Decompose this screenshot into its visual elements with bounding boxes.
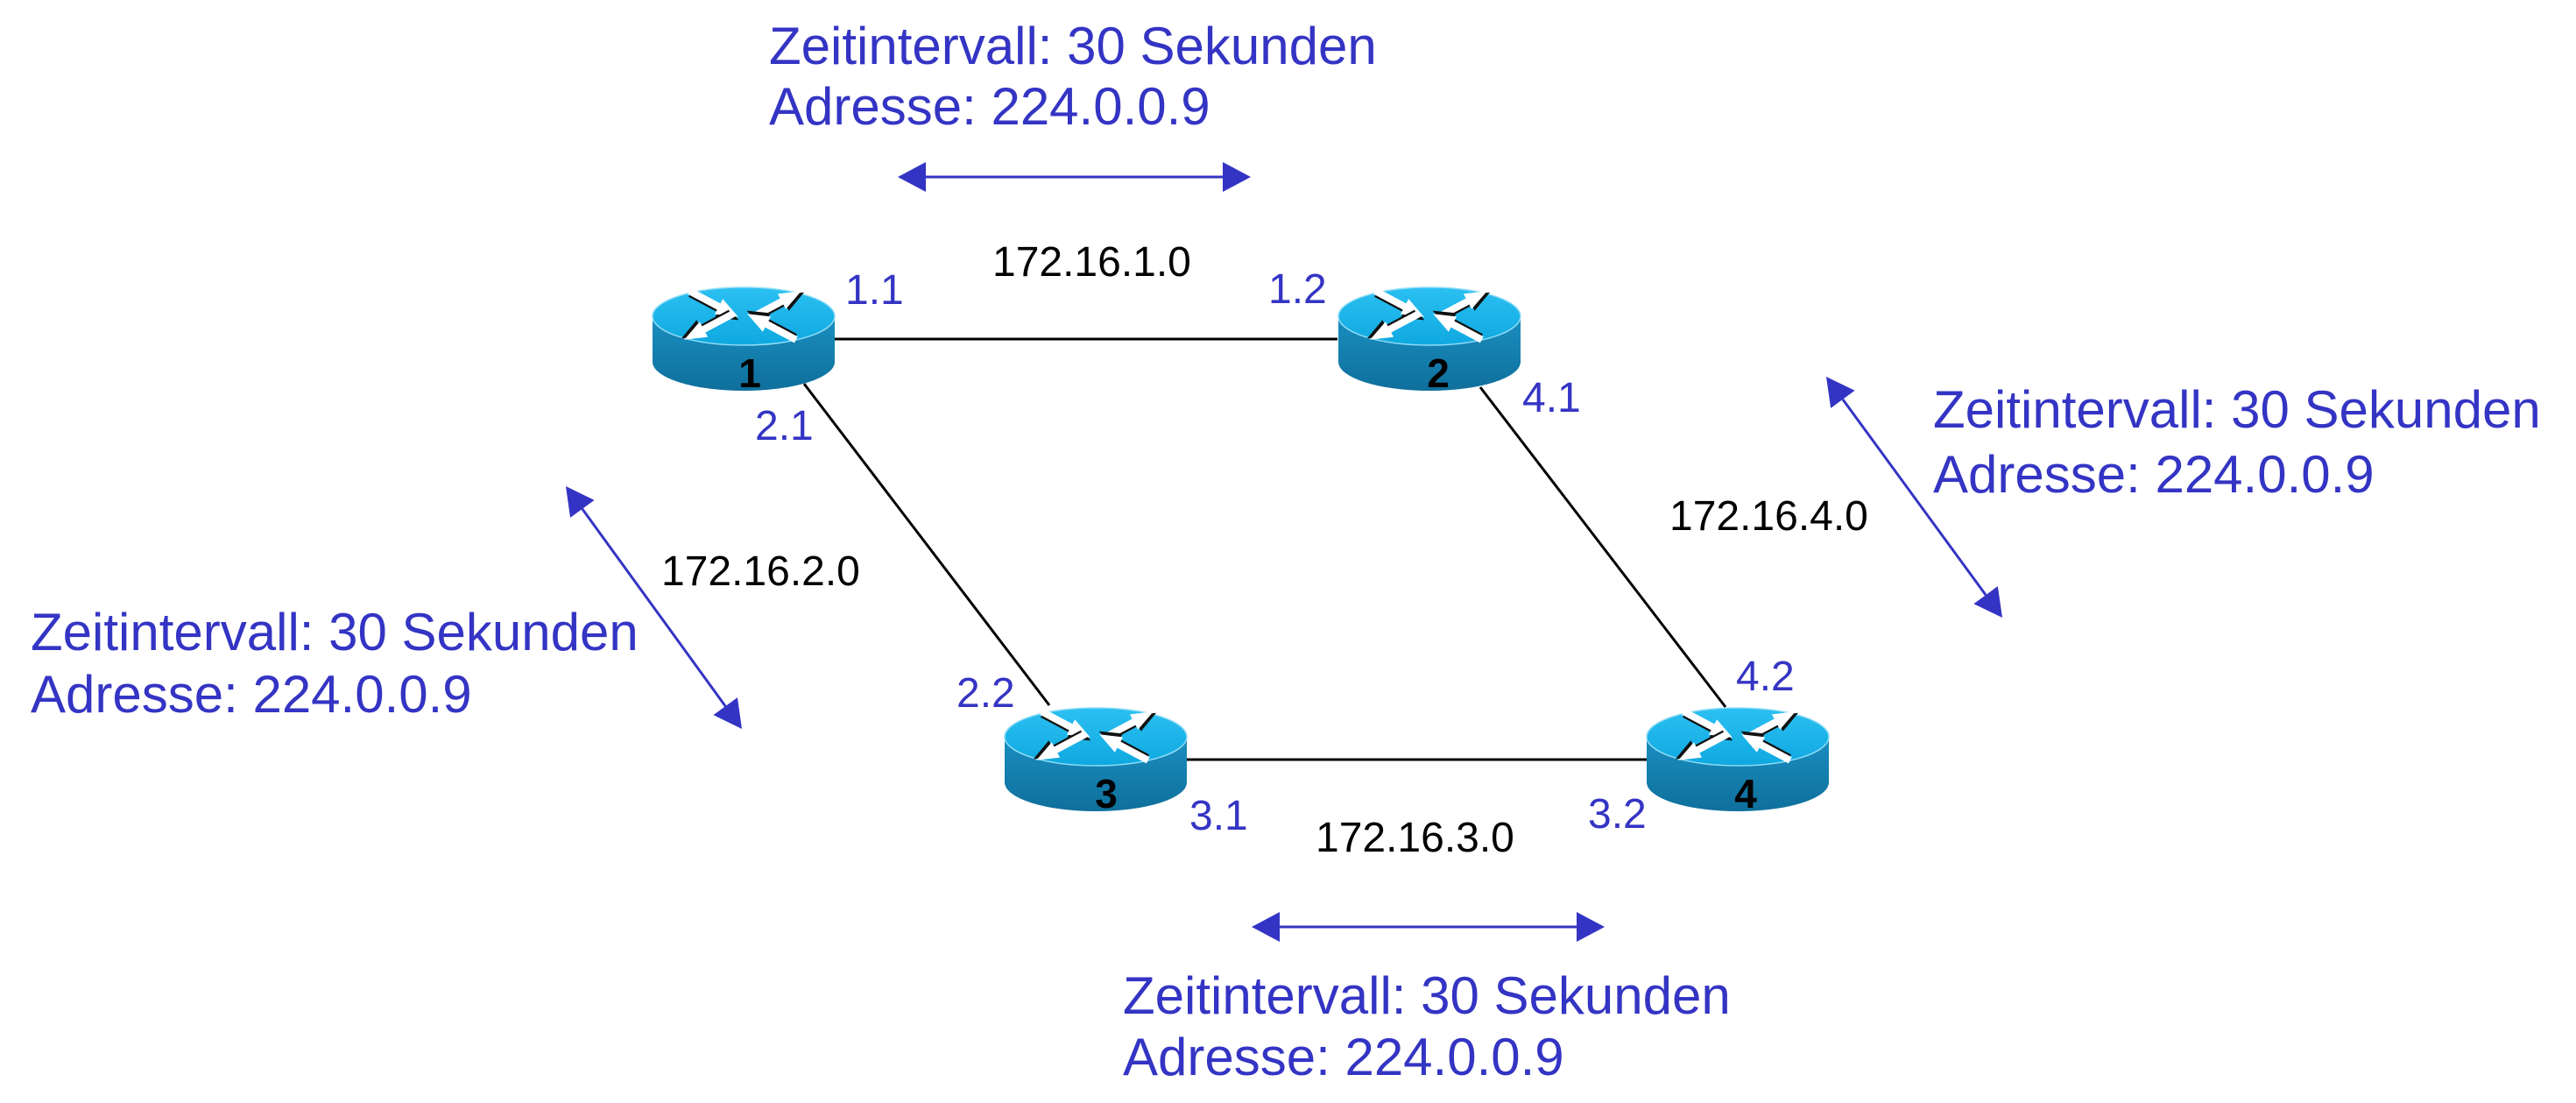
arrow-head	[1252, 912, 1280, 942]
arrow-head	[1223, 162, 1251, 192]
link-r1-r3	[802, 383, 1051, 706]
interface-label-1-1: 1.1	[845, 267, 904, 314]
interface-label-4-1: 4.1	[1522, 375, 1581, 421]
callout-interval-text: Zeitintervall: 30 Sekunden	[1933, 380, 2541, 439]
router-top	[1646, 707, 1830, 767]
interface-label-2-1: 2.1	[755, 403, 814, 449]
double-arrow-icon	[1826, 377, 2002, 618]
arrow-head	[898, 162, 926, 192]
callout-interval-text: Zeitintervall: 30 Sekunden	[769, 17, 1377, 75]
arrow-shaft	[1841, 398, 1987, 597]
interface-label-4-2: 4.2	[1736, 654, 1795, 700]
router-icon	[1004, 707, 1188, 811]
double-arrow-icon	[566, 486, 742, 729]
router-label: 3	[1095, 771, 1118, 817]
router-icon	[652, 286, 836, 391]
router-icon	[1337, 286, 1521, 391]
interface-label-3-1: 3.1	[1189, 793, 1248, 839]
links	[802, 337, 1727, 761]
router-r1[interactable]: 1	[652, 283, 836, 396]
callout-address-text: Adresse: 224.0.0.9	[1123, 1028, 1564, 1086]
callout-address-text: Adresse: 224.0.0.9	[769, 77, 1210, 136]
interface-label-3-2: 3.2	[1588, 791, 1647, 838]
network-label-172-16-1-0: 172.16.1.0	[992, 239, 1191, 286]
interface-label-1-2: 1.2	[1268, 266, 1327, 313]
callout-interval-text: Zeitintervall: 30 Sekunden	[31, 603, 639, 661]
routers: 1 2 3 4	[652, 283, 1830, 817]
arrow-head	[1577, 912, 1605, 942]
double-arrow-icon	[1252, 912, 1605, 942]
arrow-head	[1973, 586, 2002, 618]
link-r2-r4	[1479, 386, 1727, 708]
router-r2[interactable]: 2	[1337, 283, 1521, 396]
arrow-head	[713, 697, 742, 729]
callout-address-text: Adresse: 224.0.0.9	[31, 665, 472, 724]
callout-right: Zeitintervall: 30 Sekunden Adresse: 224.…	[1933, 380, 2541, 504]
router-r3[interactable]: 3	[1004, 704, 1188, 817]
router-arrows-icon	[1366, 287, 1491, 343]
interface-labels: 1.1 1.2 2.1 2.2 3.1 3.2 4.1 4.2	[755, 266, 1795, 839]
broadcast-arrows	[566, 162, 2002, 942]
router-arrows-icon	[1033, 708, 1157, 764]
router-label: 4	[1734, 771, 1757, 817]
network-labels: 172.16.1.0 172.16.2.0 172.16.3.0 172.16.…	[661, 239, 1868, 861]
router-label: 1	[738, 350, 761, 396]
callout-bottom: Zeitintervall: 30 Sekunden Adresse: 224.…	[1123, 966, 1731, 1086]
callout-left: Zeitintervall: 30 Sekunden Adresse: 224.…	[31, 603, 639, 724]
callout-address-text: Adresse: 224.0.0.9	[1933, 445, 2375, 504]
router-r4[interactable]: 4	[1646, 704, 1830, 817]
router-top	[1004, 707, 1188, 767]
router-top	[1337, 286, 1521, 346]
router-label: 2	[1427, 350, 1450, 396]
network-label-172-16-2-0: 172.16.2.0	[661, 548, 860, 595]
network-label-172-16-4-0: 172.16.4.0	[1669, 493, 1868, 540]
network-label-172-16-3-0: 172.16.3.0	[1316, 815, 1514, 861]
router-arrows-icon	[1675, 708, 1799, 764]
arrow-head	[1826, 377, 1855, 408]
router-icon	[1646, 707, 1830, 811]
double-arrow-icon	[898, 162, 1251, 192]
interface-label-2-2: 2.2	[956, 670, 1015, 717]
router-arrows-icon	[681, 287, 805, 343]
callout-top: Zeitintervall: 30 Sekunden Adresse: 224.…	[769, 17, 1377, 136]
arrow-shaft	[581, 508, 727, 707]
callout-interval-text: Zeitintervall: 30 Sekunden	[1123, 966, 1731, 1025]
router-top	[652, 286, 836, 346]
arrow-head	[566, 486, 595, 518]
